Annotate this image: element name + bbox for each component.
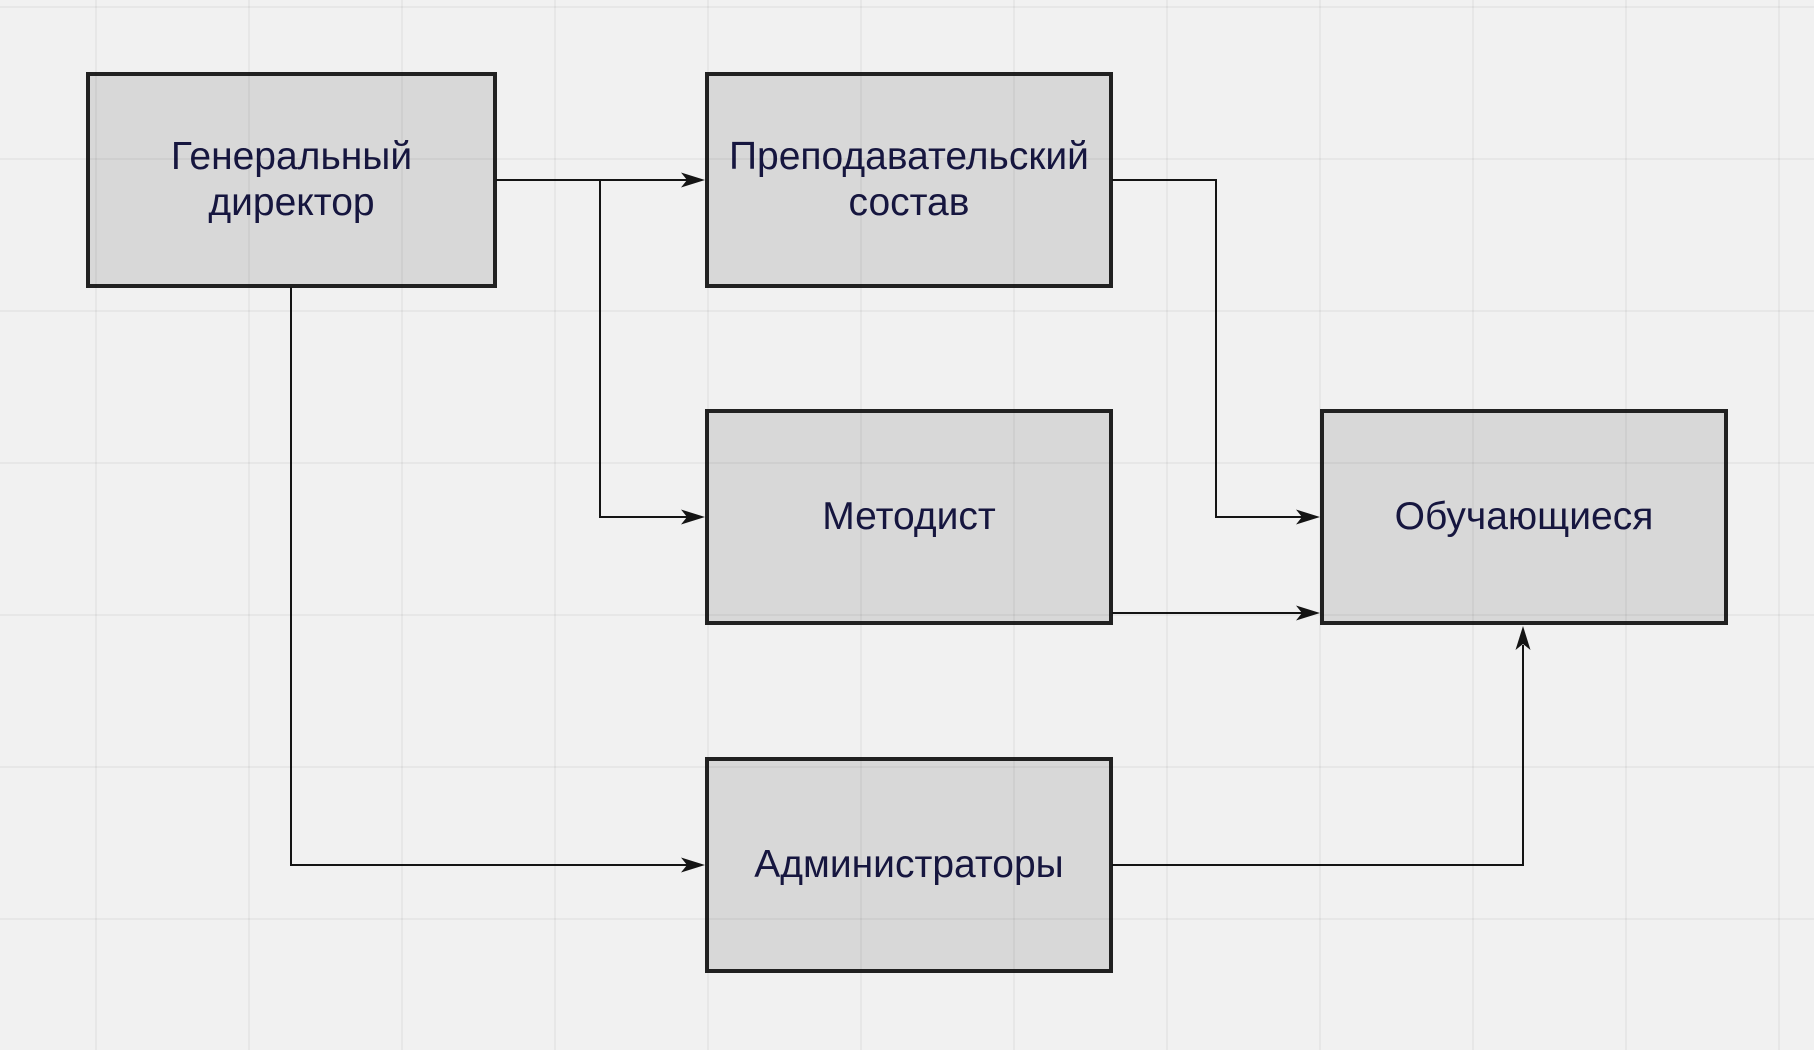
arrowhead-director-to-administrators-icon [681, 857, 705, 873]
arrowhead-director-to-methodist-icon [681, 509, 705, 525]
node-students: Обучающиеся [1320, 409, 1728, 625]
node-methodist: Методист [705, 409, 1113, 625]
arrowhead-administrators-to-students-icon [1515, 626, 1531, 650]
edge-director-to-methodist [599, 180, 689, 518]
node-teaching-staff: Преподавательский состав [705, 72, 1113, 288]
node-label-teaching-staff: Преподавательский состав [729, 134, 1089, 224]
node-label-students: Обучающиеся [1394, 494, 1654, 538]
edge-administrators-to-students [1112, 645, 1524, 866]
node-general-director: Генеральный директор [86, 72, 497, 288]
edge-director-to-administrators [290, 287, 689, 866]
node-label-methodist: Методист [822, 494, 996, 538]
node-label-administrators: Администраторы [754, 842, 1064, 886]
arrowhead-methodist-to-students-icon [1296, 605, 1320, 621]
arrowhead-teaching-staff-to-students-icon [1296, 509, 1320, 525]
node-administrators: Администраторы [705, 757, 1113, 973]
node-label-general-director: Генеральный директор [170, 134, 413, 224]
arrowhead-director-to-teaching-staff-icon [681, 172, 705, 188]
edge-teaching-staff-to-students [1112, 179, 1304, 518]
